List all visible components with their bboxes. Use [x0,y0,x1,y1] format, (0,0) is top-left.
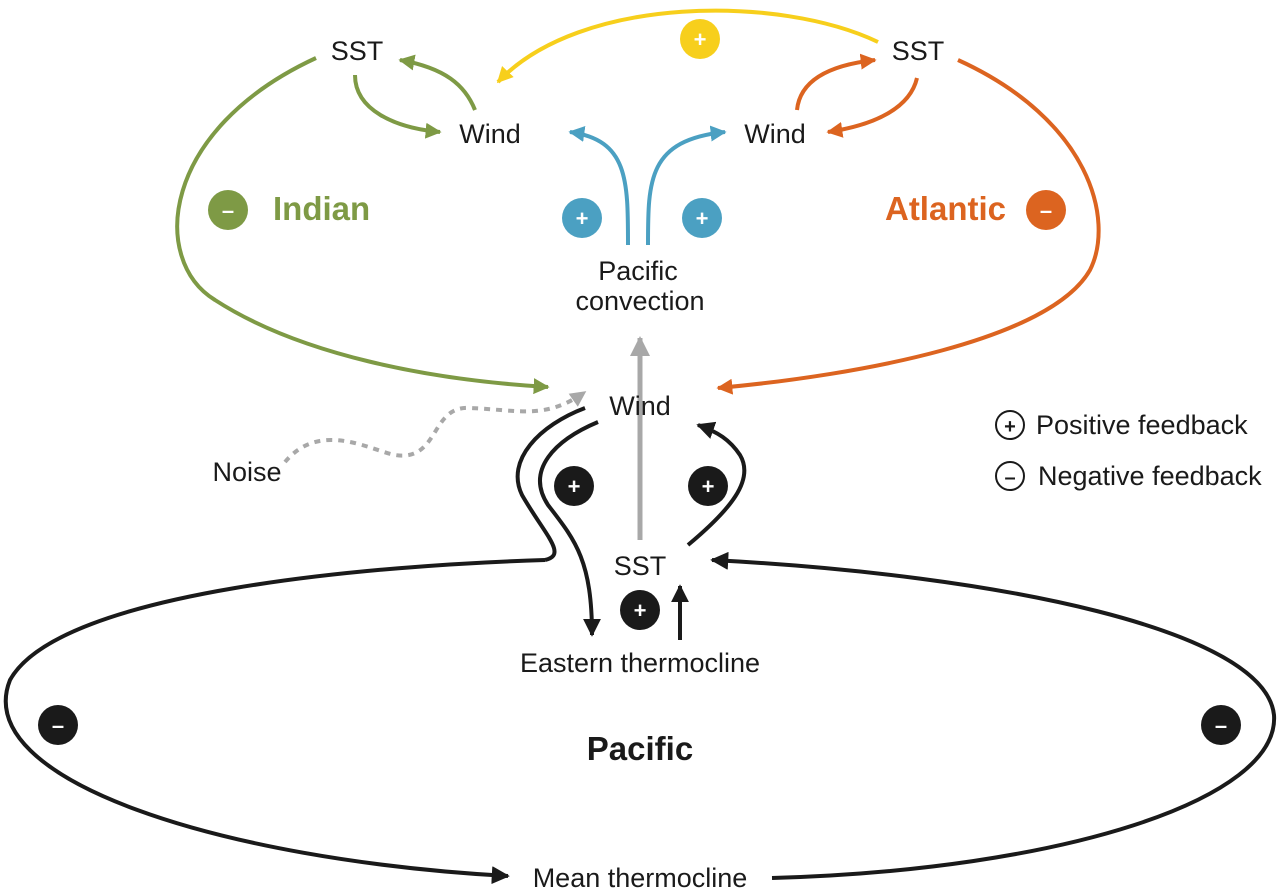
legend-positive-label: Positive feedback [1036,410,1248,440]
indian-wind-to-sst-arrow [398,54,477,111]
pacific-loop-right [710,551,1277,880]
pacific-positive-badge-left: + [554,466,594,506]
pacific-loop-left [3,558,546,885]
indian-negative-badge: – [208,190,248,230]
atlantic-to-indian-arrow [496,8,879,84]
wind-outer-line [515,406,586,562]
noise-label: Noise [212,457,281,487]
convection-to-indian-wind-arrow [568,126,630,246]
atlantic-negative-badge: – [1026,190,1066,230]
blue-positive-badge-right: + [682,198,722,238]
svg-text:–: – [52,713,64,738]
svg-text:+: + [634,598,647,623]
pacific-convection-label-2: convection [575,286,704,316]
wind-pacific-label: Wind [609,391,671,421]
atlantic-wind-to-sst-arrow [795,53,877,111]
legend-negative: – Negative feedback [995,461,1262,491]
svg-text:–: – [1004,467,1015,489]
pacific-negative-badge-right: – [1201,705,1241,745]
eastern-thermocline-label: Eastern thermocline [520,648,760,678]
svg-text:+: + [702,474,715,499]
pacific-negative-badge-left: – [38,705,78,745]
svg-text:+: + [696,206,709,231]
blue-positive-badge-left: + [562,198,602,238]
svg-text:–: – [222,198,234,223]
convection-to-atlantic-wind-arrow [646,125,727,246]
yellow-positive-badge: + [680,19,720,59]
sst-to-wind-arrow [686,421,747,547]
negative-legend-icon [995,461,1025,491]
svg-text:+: + [568,474,581,499]
svg-text:+: + [694,27,707,52]
wind-to-eastern-thermocline-arrow [538,420,601,637]
mean-thermocline-label: Mean thermocline [533,863,748,893]
svg-text:–: – [1215,713,1227,738]
legend-negative-label: Negative feedback [1038,461,1262,491]
svg-text:–: – [1040,198,1052,223]
positive-legend-icon [995,410,1025,440]
noise-arrow [283,390,587,464]
svg-text:+: + [1004,416,1016,438]
sst-indian-label: SST [331,36,384,66]
atlantic-sst-to-wind-arrow [826,77,919,138]
legend-positive: + Positive feedback [995,410,1248,440]
atlantic-region-label: Atlantic [885,190,1006,227]
wind-atlantic-label: Wind [744,119,806,149]
indian-loop-arrow [175,56,550,395]
indian-sst-to-wind-arrow [353,74,442,139]
pacific-positive-badge-right: + [688,466,728,506]
pacific-region-label: Pacific [587,730,693,767]
wind-indian-label: Wind [459,119,521,149]
atlantic-loop-arrow [716,58,1101,395]
svg-text:+: + [576,206,589,231]
sst-pacific-label: SST [614,551,667,581]
pacific-positive-badge-bottom: + [620,590,660,630]
sst-atlantic-label: SST [892,36,945,66]
pacific-convection-label-1: Pacific [598,256,678,286]
indian-region-label: Indian [273,190,370,227]
